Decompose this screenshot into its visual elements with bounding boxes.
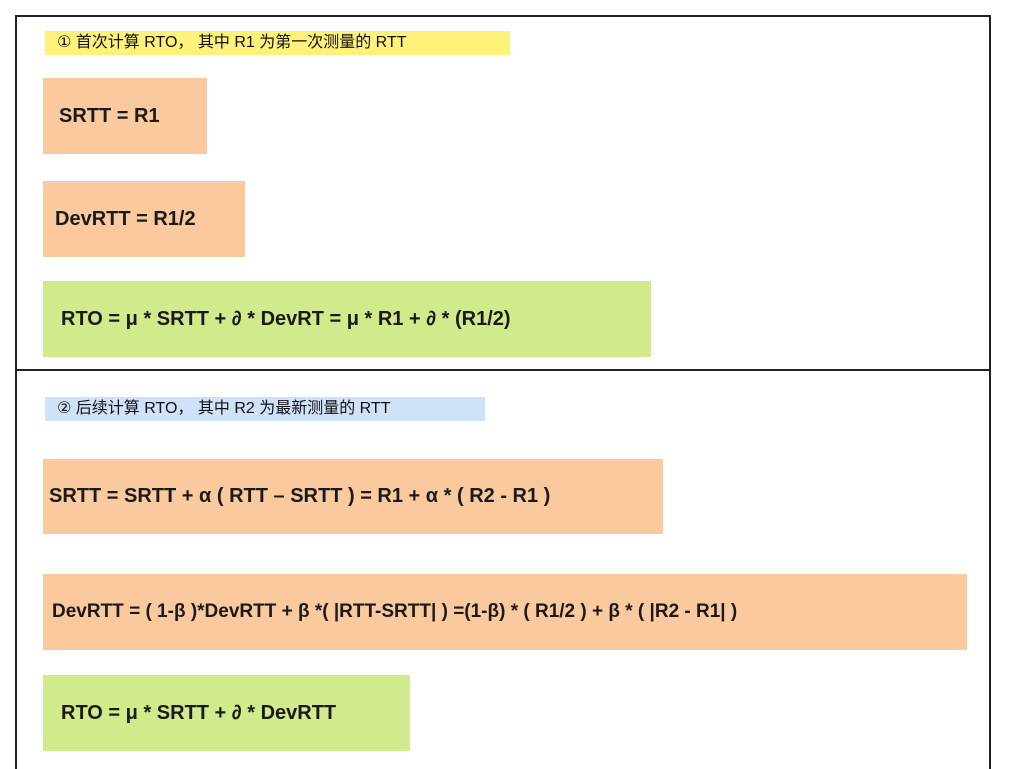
content-frame xyxy=(15,15,991,769)
section1-heading: ① 首次计算 RTO， 其中 R1 为第一次测量的 RTT xyxy=(45,31,510,55)
section2-heading: ② 后续计算 RTO， 其中 R2 为最新测量的 RTT xyxy=(45,397,485,421)
formula-rto-initial: RTO = μ * SRTT + ∂ * DevRT = μ * R1 + ∂ … xyxy=(43,281,651,357)
section-divider xyxy=(15,369,991,371)
formula-srtt-initial: SRTT = R1 xyxy=(43,78,207,154)
formula-rto-update: RTO = μ * SRTT + ∂ * DevRTT xyxy=(43,675,410,751)
formula-devrtt-update: DevRTT = ( 1-β )*DevRTT + β *( |RTT-SRTT… xyxy=(43,574,967,650)
formula-devrtt-initial: DevRTT = R1/2 xyxy=(43,181,245,257)
formula-srtt-update: SRTT = SRTT + α ( RTT – SRTT ) = R1 + α … xyxy=(43,459,663,534)
